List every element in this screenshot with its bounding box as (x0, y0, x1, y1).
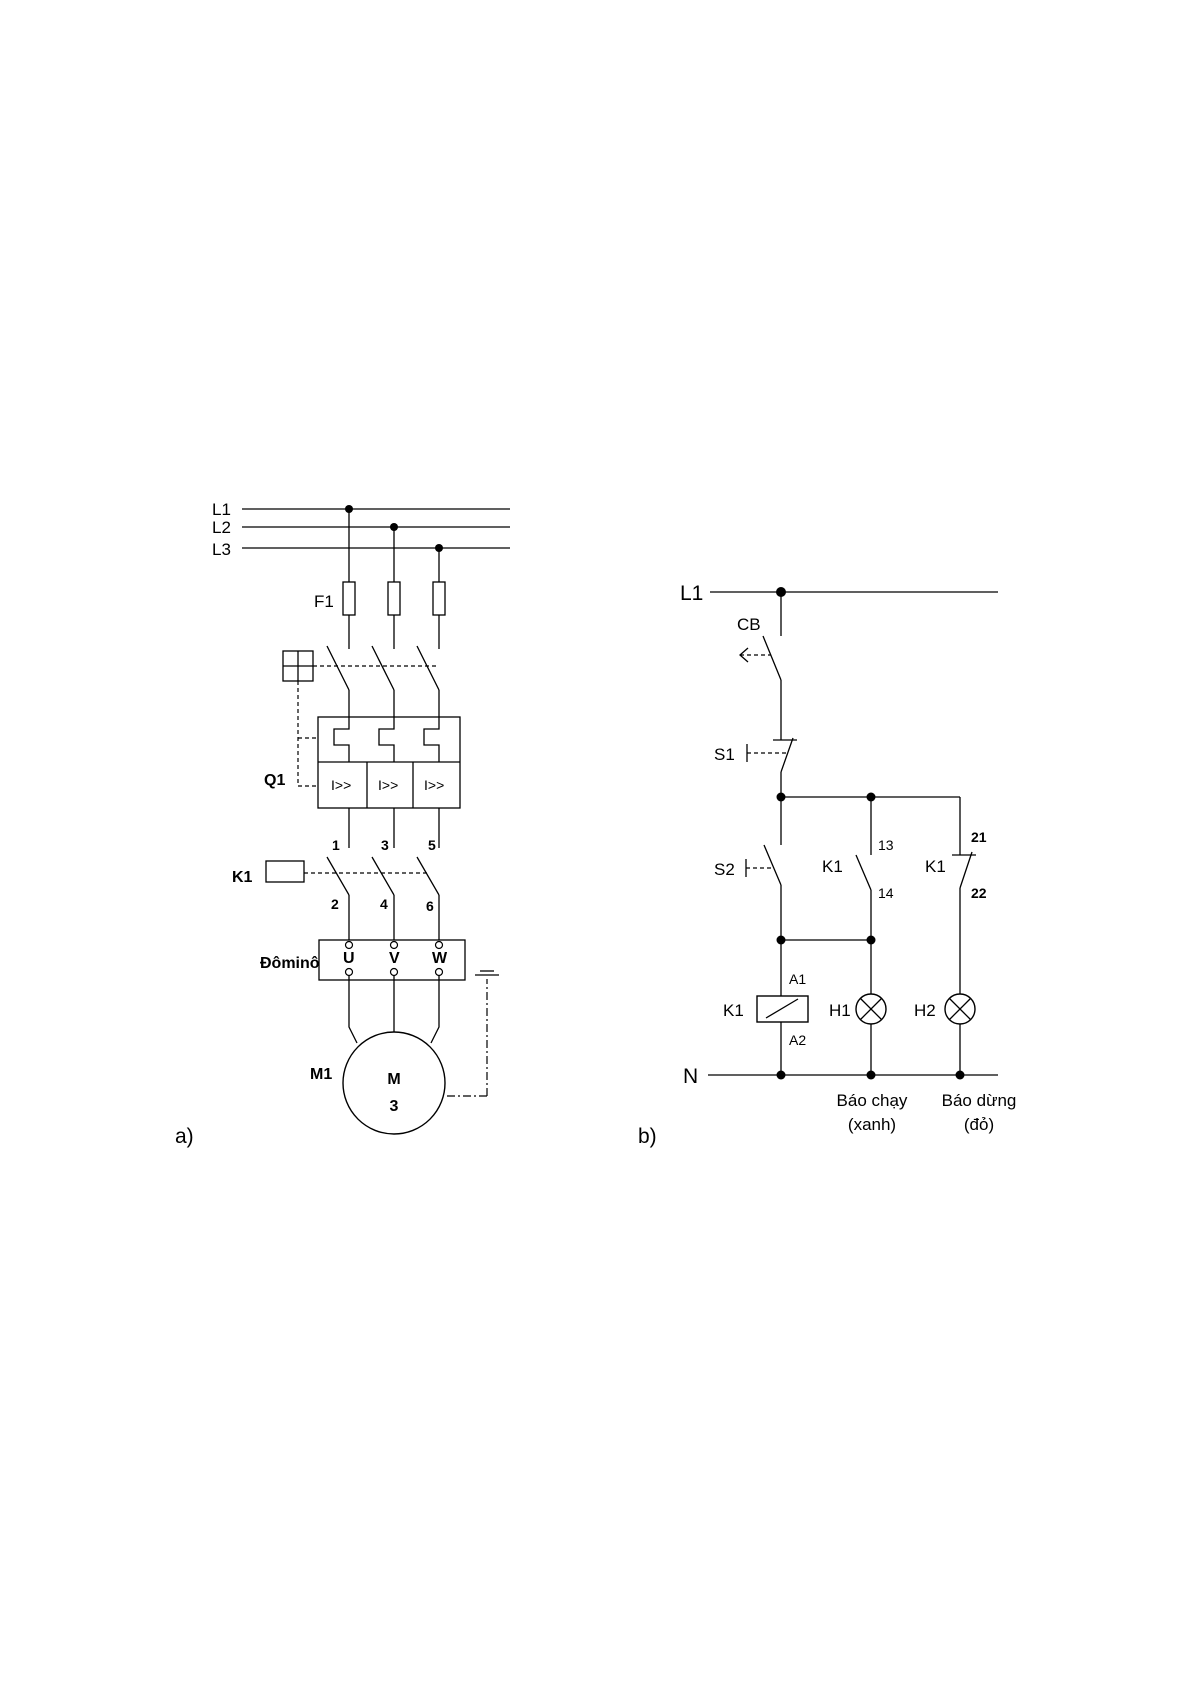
stop-button-s1[interactable]: S1 (714, 727, 797, 797)
fuse-label: F1 (314, 592, 334, 611)
power-circuit-diagram: L1 L2 L3 F1 (175, 500, 510, 1148)
no-contact-label: K1 (822, 857, 843, 876)
caption-b: b) (638, 1125, 657, 1148)
caption-a: a) (175, 1125, 194, 1148)
fuse-f1: F1 (314, 509, 445, 649)
contact-terminal: 22 (971, 885, 987, 901)
coil-icon (757, 996, 808, 1022)
manual-operator-icon (283, 651, 313, 681)
junction-dot (956, 1071, 965, 1080)
coil-terminal: A2 (789, 1032, 806, 1048)
start-button-label: S2 (714, 860, 735, 879)
phase-label: W (432, 950, 448, 967)
trip-unit-label: I>> (331, 777, 351, 793)
k1-no-contact: K1 13 14 (822, 797, 894, 940)
line-label-n: N (683, 1065, 698, 1088)
stop-caption: Báo dừng (942, 1091, 1017, 1110)
coil-label: K1 (723, 1001, 744, 1020)
motor-symbol: M (387, 1071, 400, 1088)
trip-unit-label: I>> (424, 777, 444, 793)
circuit-breaker-q1: I>> I>> I>> Q1 (264, 646, 460, 808)
stop-indicator-lamp-h2: H2 (914, 994, 975, 1024)
contact-terminal: 21 (971, 829, 987, 845)
motor-phases: 3 (390, 1098, 399, 1115)
terminal-number: 1 (332, 837, 340, 853)
nc-contact-label: K1 (925, 857, 946, 876)
terminal-number: 6 (426, 898, 434, 914)
circuit-breaker-cb: CB (737, 592, 781, 727)
k1-nc-contact: K1 21 22 (925, 797, 987, 1075)
lamp-label: H1 (829, 1001, 851, 1020)
phase-label: V (389, 950, 400, 967)
three-phase-bus: L1 L2 L3 (212, 500, 510, 559)
run-caption: Báo chạy (837, 1091, 908, 1110)
coil-icon (266, 861, 304, 882)
bus-label-l2: L2 (212, 518, 231, 537)
junction-dot (867, 1071, 876, 1080)
run-caption-color: (xanh) (848, 1115, 896, 1134)
terminal-number: 5 (428, 837, 436, 853)
breaker-label: CB (737, 615, 761, 634)
control-circuit-diagram: L1 CB S1 (638, 582, 1016, 1148)
lamp-label: H2 (914, 1001, 936, 1020)
contactor-label: K1 (232, 869, 253, 886)
phase-label: U (343, 950, 355, 967)
terminal-block-domino: U V W Đôminô (260, 940, 465, 980)
contact-terminal: 14 (878, 885, 894, 901)
trip-unit-label: I>> (378, 777, 398, 793)
contact-terminal: 13 (878, 837, 894, 853)
junction-dot (777, 1071, 786, 1080)
terminal-number: 2 (331, 896, 339, 912)
terminal-block-label: Đôminô (260, 955, 320, 972)
lamp-icon (856, 994, 886, 1024)
breaker-label: Q1 (264, 772, 285, 789)
motor-label: M1 (310, 1066, 332, 1083)
line-label-l1: L1 (680, 582, 703, 605)
ground-icon (475, 971, 499, 975)
start-button-s2[interactable]: S2 (714, 797, 781, 940)
contactor-k1-main: K1 2 4 6 (232, 857, 439, 945)
bus-label-l3: L3 (212, 540, 231, 559)
bus-label-l1: L1 (212, 500, 231, 519)
terminal-number: 4 (380, 896, 388, 912)
stop-button-label: S1 (714, 745, 735, 764)
contactor-coil-k1: K1 A1 A2 (723, 940, 808, 1075)
coil-terminal: A1 (789, 971, 806, 987)
stop-caption-color: (đỏ) (964, 1115, 994, 1134)
terminal-number: 3 (381, 837, 389, 853)
motor-m1: M 3 M1 (310, 971, 499, 1134)
lamp-icon (945, 994, 975, 1024)
run-indicator-lamp-h1: H1 (829, 940, 886, 1075)
